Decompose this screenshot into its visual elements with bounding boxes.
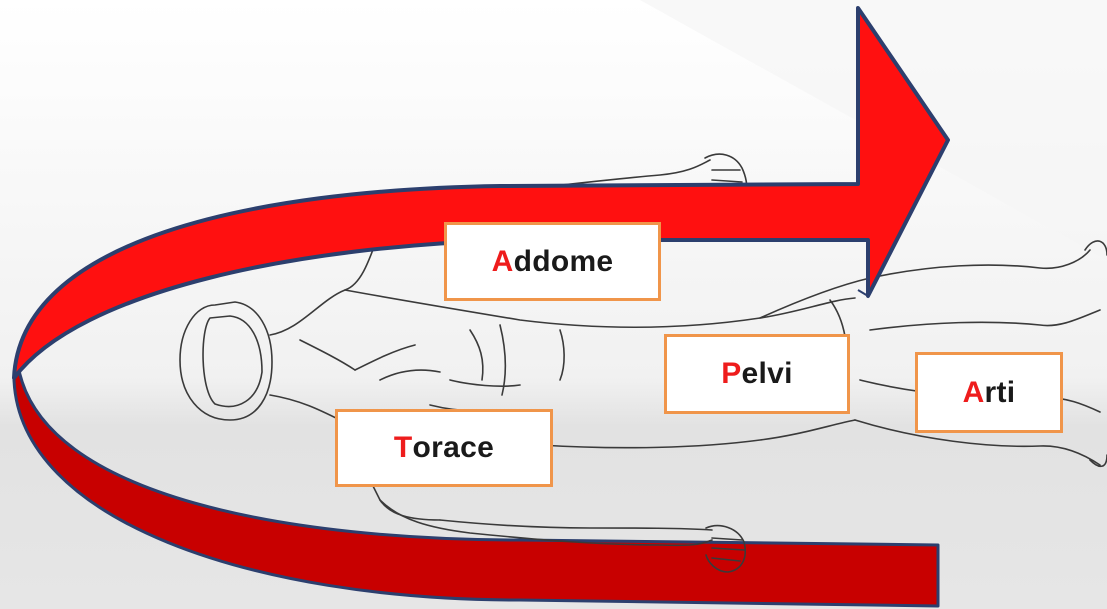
- label-pelvi-initial: P: [721, 357, 741, 391]
- label-torace-rest: orace: [413, 431, 495, 465]
- label-pelvi-rest: elvi: [742, 357, 793, 391]
- label-addome-initial: A: [492, 245, 514, 279]
- label-addome-rest: ddome: [514, 245, 614, 279]
- label-arti-rest: rti: [985, 376, 1016, 410]
- arrow-upper-band: [14, 8, 948, 378]
- label-torace-initial: T: [394, 431, 413, 465]
- label-arti-initial: A: [963, 376, 985, 410]
